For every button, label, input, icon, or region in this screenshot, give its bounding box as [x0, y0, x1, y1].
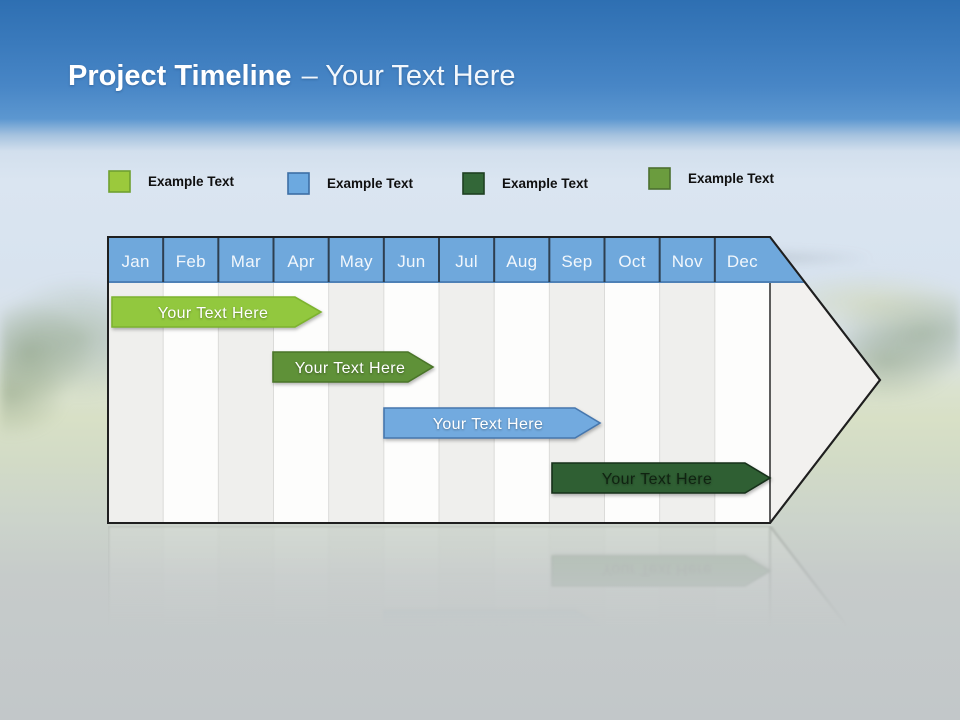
- month-label: Apr: [287, 252, 314, 271]
- legend-label: Example Text: [502, 176, 589, 191]
- month-column: [439, 282, 495, 523]
- legend-item-3[interactable]: Example Text: [462, 172, 588, 195]
- gantt-bar-4[interactable]: [551, 462, 772, 494]
- gantt-bar-1[interactable]: [111, 296, 323, 328]
- month-label: Sep: [561, 252, 592, 271]
- legend-swatch-rect: [108, 170, 131, 193]
- month-label: May: [340, 252, 373, 271]
- month-label: Aug: [506, 252, 537, 271]
- slide-title-main: Project Timeline: [68, 60, 292, 92]
- timeline-graphic: Jan Feb Mar Apr May Jun Jul Aug Sep Oct …: [107, 236, 882, 524]
- gantt-bars: Your Text Here Your Text Here Your Text …: [111, 296, 772, 494]
- legend-swatch-rect: [648, 167, 671, 190]
- legend-item-4[interactable]: Example Text: [648, 167, 774, 190]
- month-column: [328, 282, 384, 523]
- month-header: Jan Feb Mar Apr May Jun Jul Aug Sep Oct …: [107, 236, 882, 524]
- month-label: Jul: [455, 252, 478, 271]
- gantt-bar-4-label[interactable]: Your Text Here: [602, 471, 713, 488]
- month-label: Oct: [618, 252, 645, 271]
- legend-swatch-rect: [287, 172, 310, 195]
- month-label: Feb: [176, 252, 206, 271]
- slide-title[interactable]: Project Timeline – Your Text Here: [68, 60, 516, 93]
- month-column: [494, 282, 550, 523]
- month-header-band: [108, 237, 805, 282]
- legend-item-1[interactable]: Example Text: [108, 170, 234, 193]
- month-label: Jun: [397, 252, 425, 271]
- gantt-bar-3-label[interactable]: Your Text Here: [433, 416, 544, 433]
- month-label: Jan: [121, 252, 149, 271]
- month-label: Nov: [672, 252, 703, 271]
- gantt-bar-1-label[interactable]: Your Text Here: [158, 305, 269, 322]
- month-column: [383, 282, 439, 523]
- legend-label: Example Text: [148, 174, 235, 189]
- legend-swatch-rect: [462, 172, 485, 195]
- legend-swatch-green: [648, 167, 671, 190]
- legend-item-2[interactable]: Example Text: [287, 172, 413, 195]
- gantt-bar-2[interactable]: [272, 351, 435, 383]
- slide-title-placeholder: – Your Text Here: [301, 60, 516, 92]
- legend-label: Example Text: [327, 176, 414, 191]
- timeline-table: Jan Feb Mar Apr May Jun Jul Aug Sep Oct …: [107, 236, 882, 524]
- month-label: Dec: [727, 252, 758, 271]
- timeline-outline-overlay: [107, 236, 882, 524]
- legend-label: Example Text: [688, 171, 775, 186]
- gantt-bar-3[interactable]: [383, 407, 602, 439]
- gantt-bar-2-label[interactable]: Your Text Here: [295, 360, 406, 377]
- month-label: Mar: [231, 252, 261, 271]
- legend-swatch-yellowgreen: [108, 170, 131, 193]
- legend-swatch-darkgreen: [462, 172, 485, 195]
- legend-swatch-blue: [287, 172, 310, 195]
